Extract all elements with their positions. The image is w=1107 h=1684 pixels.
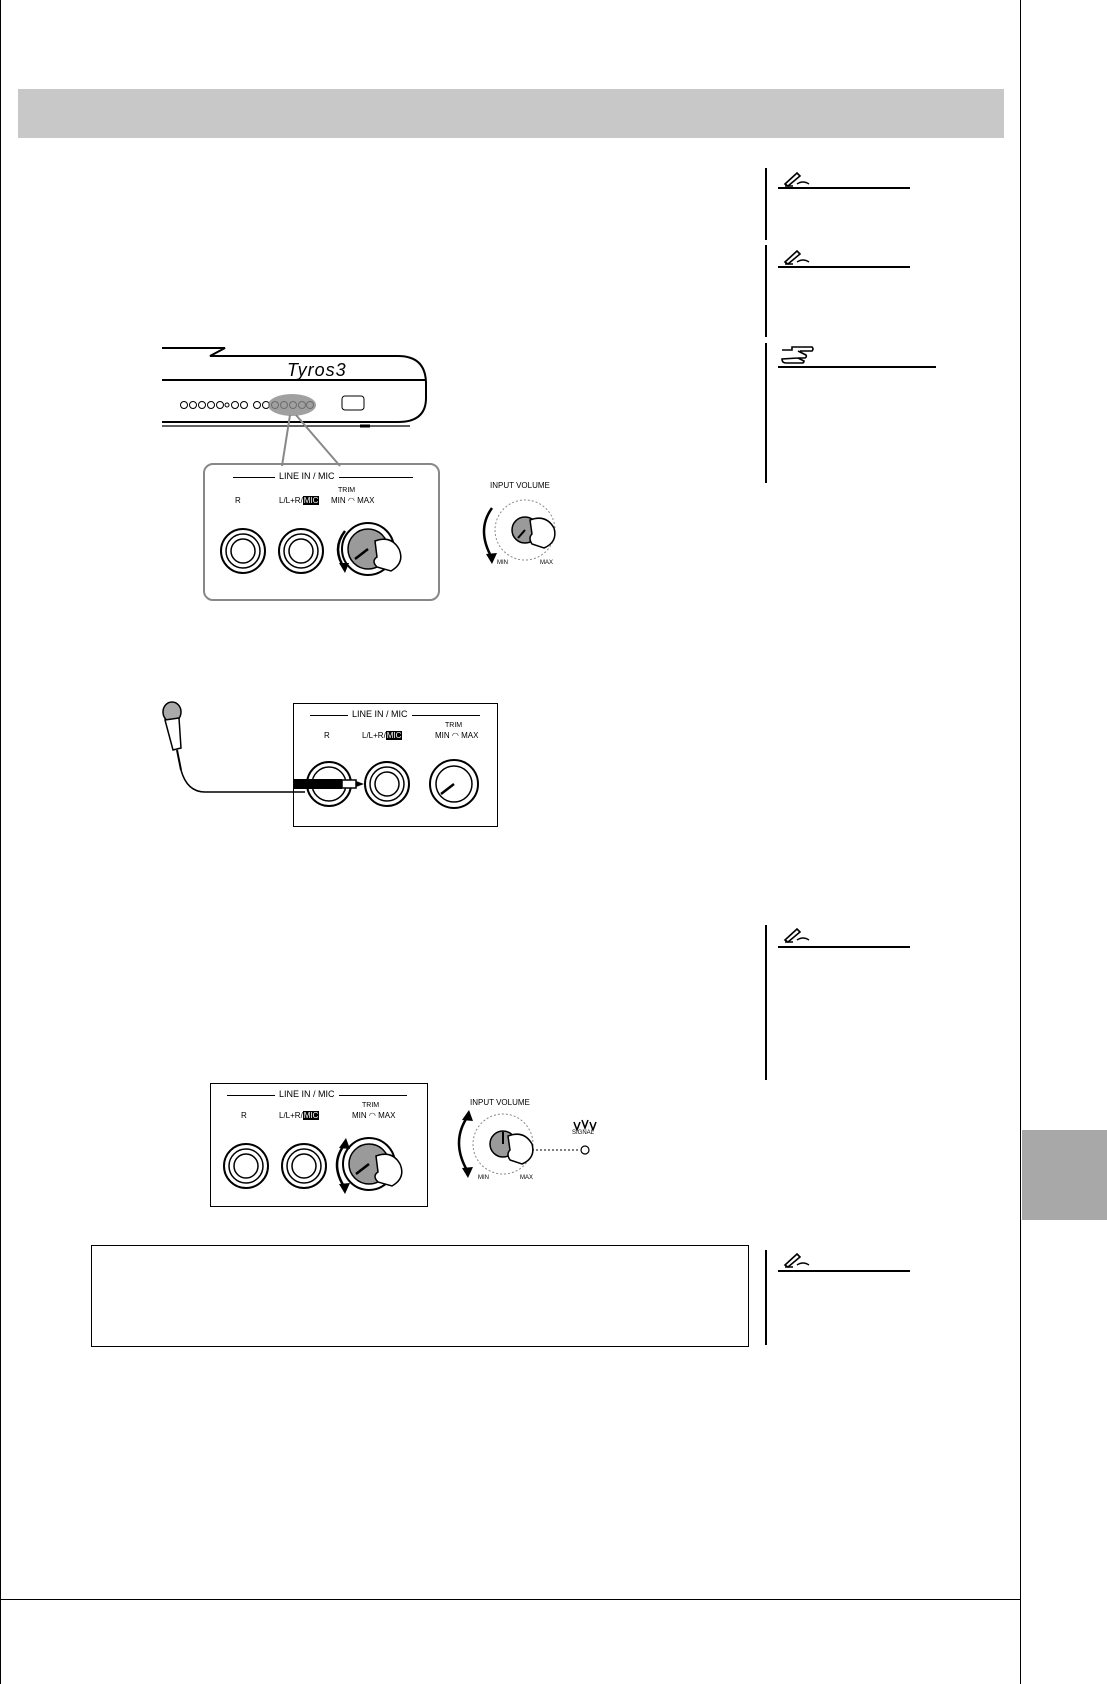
jack-l-label: L/L+R/MIC: [362, 731, 403, 740]
panel-mic-connection: LINE IN / MIC TRIM R L/L+R/MIC MIN ◠ MAX: [293, 703, 498, 827]
trim-label: TRIM: [445, 722, 463, 729]
note-rule-1: [765, 168, 767, 240]
jack-l-label: L/L+R/MIC: [279, 1111, 320, 1120]
input-volume-knob-1: [470, 480, 590, 585]
jacks-with-plug: [294, 759, 479, 809]
section-title-bar: [18, 89, 1004, 138]
page-border-left: [0, 0, 1, 1684]
pencil-note-icon: [783, 1251, 813, 1274]
panel-label: LINE IN / MIC: [275, 471, 339, 481]
jack-r-label: R: [235, 496, 241, 505]
jack-l-label: L/L+R/MIC: [279, 496, 320, 505]
microphone-illustration: [155, 700, 375, 805]
input-volume-label: INPUT VOLUME: [470, 1098, 530, 1107]
panel-signal-adjust: LINE IN / MIC TRIM R L/L+R/MIC MIN ◠ MAX: [210, 1083, 428, 1207]
trim-range-label: MIN ◠ MAX: [352, 1111, 396, 1120]
page-border-right: [1020, 0, 1021, 1684]
trim-range-label: MIN ◠ MAX: [435, 731, 479, 740]
notice-box: [91, 1245, 749, 1347]
note-rule-5: [765, 1250, 767, 1345]
knob-min-label: MIN: [478, 1175, 489, 1181]
signal-label: SIGNAL: [572, 1130, 595, 1136]
note-heading-rule-1: [778, 187, 910, 189]
brand-logo: Tyros3: [287, 360, 347, 380]
note-heading-rule-2: [778, 266, 910, 268]
knob-min-label: MIN: [497, 560, 508, 566]
jack-r-label: R: [324, 731, 330, 740]
note-heading-rule-3: [778, 366, 936, 368]
pencil-note-icon: [783, 170, 813, 193]
note-heading-rule-4: [778, 946, 910, 948]
knob-max-label: MAX: [520, 1175, 534, 1181]
pointing-hand-icon: [778, 344, 818, 371]
trim-label: TRIM: [338, 487, 356, 494]
note-rule-2: [765, 245, 767, 337]
panel-label: LINE IN / MIC: [348, 709, 412, 719]
jacks-and-trim-knob: [223, 1137, 403, 1194]
panel-zoom-1: LINE IN / MIC TRIM R L/L+R/MIC MIN ◠ MAX: [203, 463, 440, 601]
input-volume-label: INPUT VOLUME: [490, 481, 550, 490]
note-rule-3: [765, 343, 767, 483]
jack-r-label: R: [241, 1111, 247, 1120]
panel-label: LINE IN / MIC: [275, 1089, 339, 1099]
note-rule-4: [765, 925, 767, 1080]
zoom-leader: [200, 410, 360, 475]
instrument-illustration: [160, 340, 460, 445]
trim-label: TRIM: [362, 1102, 380, 1109]
note-heading-rule-5: [778, 1270, 910, 1272]
jacks-and-trim-knob: [220, 522, 402, 576]
trim-range-label: MIN ◠ MAX: [331, 496, 375, 505]
knob-max-label: MAX: [540, 560, 554, 566]
footer-rule: [0, 1599, 1020, 1600]
pencil-note-icon: [783, 248, 813, 271]
input-volume-knob-2: [448, 1098, 618, 1203]
chapter-side-tab: [1022, 1130, 1107, 1220]
pencil-note-icon: [783, 926, 813, 949]
